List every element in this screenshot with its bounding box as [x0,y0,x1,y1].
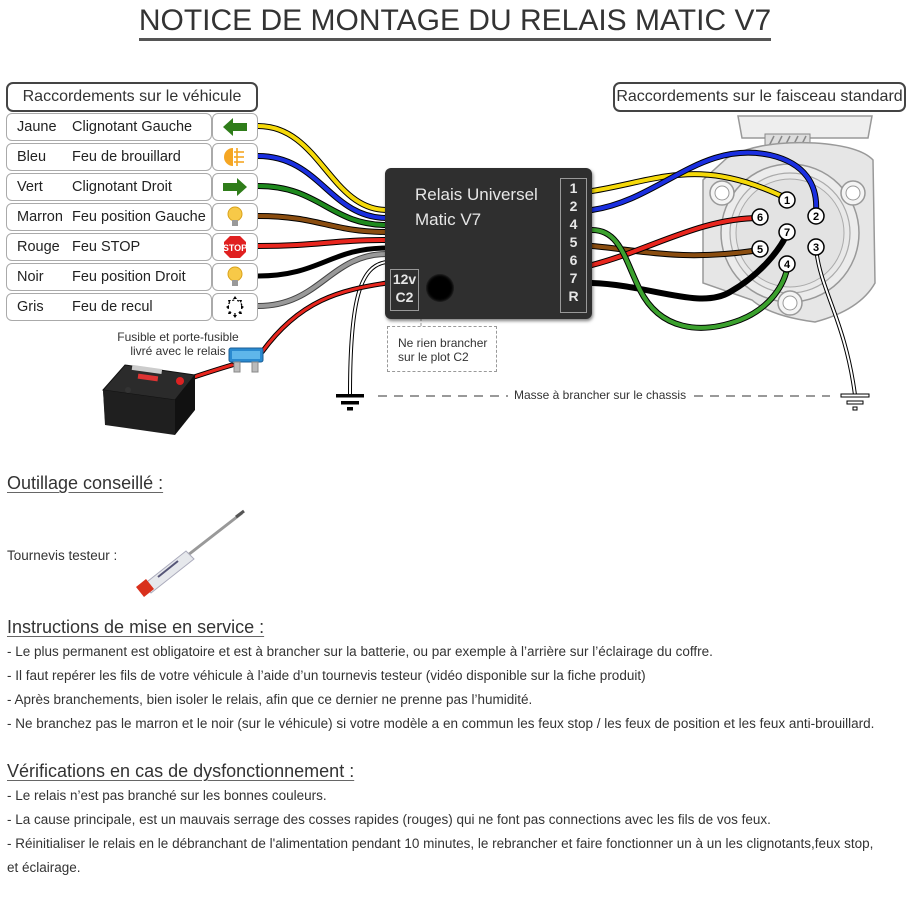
harness-connections-header-text: Raccordements sur le faisceau standard [616,88,903,105]
socket-pin-5: 5 [751,240,769,258]
relay-name-line1: Relais Universel [415,185,538,204]
relay-module: Relais Universel Matic V7 1 2 4 5 6 7 R … [385,168,592,319]
tools-heading: Outillage conseillé : [7,473,164,493]
fuse-icon [228,347,264,373]
ground-symbol-left [336,394,364,411]
socket-pin-3: 3 [807,238,825,256]
ground-label: Masse à brancher sur le chassis [510,388,691,402]
relay-pin-5: 5 [569,234,578,250]
instruction-item: - Après branchements, bien isoler le rel… [7,692,533,707]
relay-pin-c2: C2 [395,289,414,305]
wire-function: Feu position Gauche [72,209,206,225]
fog-light-icon [212,143,258,171]
relay-name-line2: Matic V7 [415,210,482,229]
wire-color-name: Rouge [17,239,60,255]
fuse-label-line2: livré avec le relais [130,344,226,358]
wire-function: Clignotant Droit [72,179,172,195]
relay-output-pins: 1 2 4 5 6 7 R [560,178,587,313]
svg-text:6: 6 [757,212,763,224]
relay-led [426,274,454,302]
vehicle-row-bleu: Bleu Feu de brouillard [6,143,212,171]
bulb-icon [212,203,258,231]
wire-function: Feu position Droit [72,269,186,285]
relay-pin-6: 6 [569,252,578,268]
svg-text:3: 3 [813,242,819,254]
wire-color-name: Vert [17,179,43,195]
fuse-label: Fusible et porte-fusible livré avec le r… [108,330,248,358]
ground-symbol-right [840,393,870,411]
c2-warning-note: Ne rien brancher sur le plot C2 [387,326,497,372]
wire-color-name: Jaune [17,119,57,135]
wire-function: Feu STOP [72,239,141,255]
svg-text:4: 4 [784,259,791,271]
page-title-text: NOTICE DE MONTAGE DU RELAIS MATIC V7 [138,4,772,41]
relay-pin-12v: 12v [392,271,417,287]
relay-pin-2: 2 [569,198,578,214]
stop-sign-icon: STOP [212,233,258,261]
c2-note-line2: sur le plot C2 [398,350,469,364]
svg-text:5: 5 [757,244,763,256]
vehicle-row-gris: Gris Feu de recul [6,293,212,321]
instruction-item: - Il faut repérer les fils de votre véhi… [7,668,646,683]
wire-color-name: Marron [17,209,63,225]
wire-function: Clignotant Gauche [72,119,193,135]
wire-color-name: Bleu [17,149,47,165]
svg-text:7: 7 [784,227,790,239]
reverse-light-icon [212,293,258,321]
svg-text:1: 1 [784,195,790,207]
troubleshooting-item: et éclairage. [7,860,81,875]
relay-pin-1: 1 [569,180,578,196]
left-arrow-icon [212,113,258,141]
socket-pins: 1 2 3 4 5 6 7 [751,191,825,273]
vehicle-row-noir: Noir Feu position Droit [6,263,212,291]
troubleshooting-item: - Le relais n’est pas branché sur les bo… [7,788,327,803]
page-title: NOTICE DE MONTAGE DU RELAIS MATIC V7 [0,4,910,41]
relay-pin-r: R [568,288,579,304]
vehicle-row-vert: Vert Clignotant Droit [6,173,212,201]
wire-color-name: Gris [17,299,44,315]
socket-pin-7: 7 [778,223,796,241]
relay-power-pins: 12v C2 [390,269,419,311]
bulb-icon [212,263,258,291]
vehicle-row-jaune: Jaune Clignotant Gauche [6,113,212,141]
wire-function: Feu de brouillard [72,149,181,165]
socket-pin-1: 1 [778,191,796,209]
instructions-heading: Instructions de mise en service : [7,617,265,637]
vehicle-wires [182,123,390,397]
vehicle-connections-header: Raccordements sur le véhicule [6,82,258,112]
relay-pin-7: 7 [569,270,578,286]
vehicle-row-marron: Marron Feu position Gauche [6,203,212,231]
svg-text:2: 2 [813,211,819,223]
troubleshooting-item: - La cause principale, est un mauvais se… [7,812,771,827]
troubleshooting-heading: Vérifications en cas de dysfonctionnemen… [7,761,355,781]
fuse-label-line1: Fusible et porte-fusible [117,330,239,344]
vehicle-row-rouge: Rouge Feu STOP [6,233,212,261]
wire-function: Feu de recul [72,299,153,315]
vehicle-connections-header-text: Raccordements sur le véhicule [22,88,242,105]
troubleshooting-item: - Réinitialiser le relais en le débranch… [7,836,874,851]
instruction-item: - Le plus permanent est obligatoire et e… [7,644,713,659]
svg-text:STOP: STOP [223,243,247,253]
relay-name: Relais Universel Matic V7 [415,182,538,232]
c2-note-line1: Ne rien brancher [398,336,488,350]
socket-pin-6: 6 [751,208,769,226]
battery-icon [102,364,196,435]
relay-pin-4: 4 [569,216,578,232]
socket-pin-2: 2 [807,207,825,225]
right-arrow-icon [212,173,258,201]
socket-pin-4: 4 [778,255,796,273]
harness-wires [589,149,857,397]
harness-connections-header: Raccordements sur le faisceau standard [613,82,906,112]
wire-color-name: Noir [17,269,44,285]
screwdriver-tester-icon [136,509,245,597]
instruction-item: - Ne branchez pas le marron et le noir (… [7,716,875,731]
tool-item-label: Tournevis testeur : [7,548,118,563]
wiring-diagram: 1 2 3 4 5 6 7 [102,115,876,435]
